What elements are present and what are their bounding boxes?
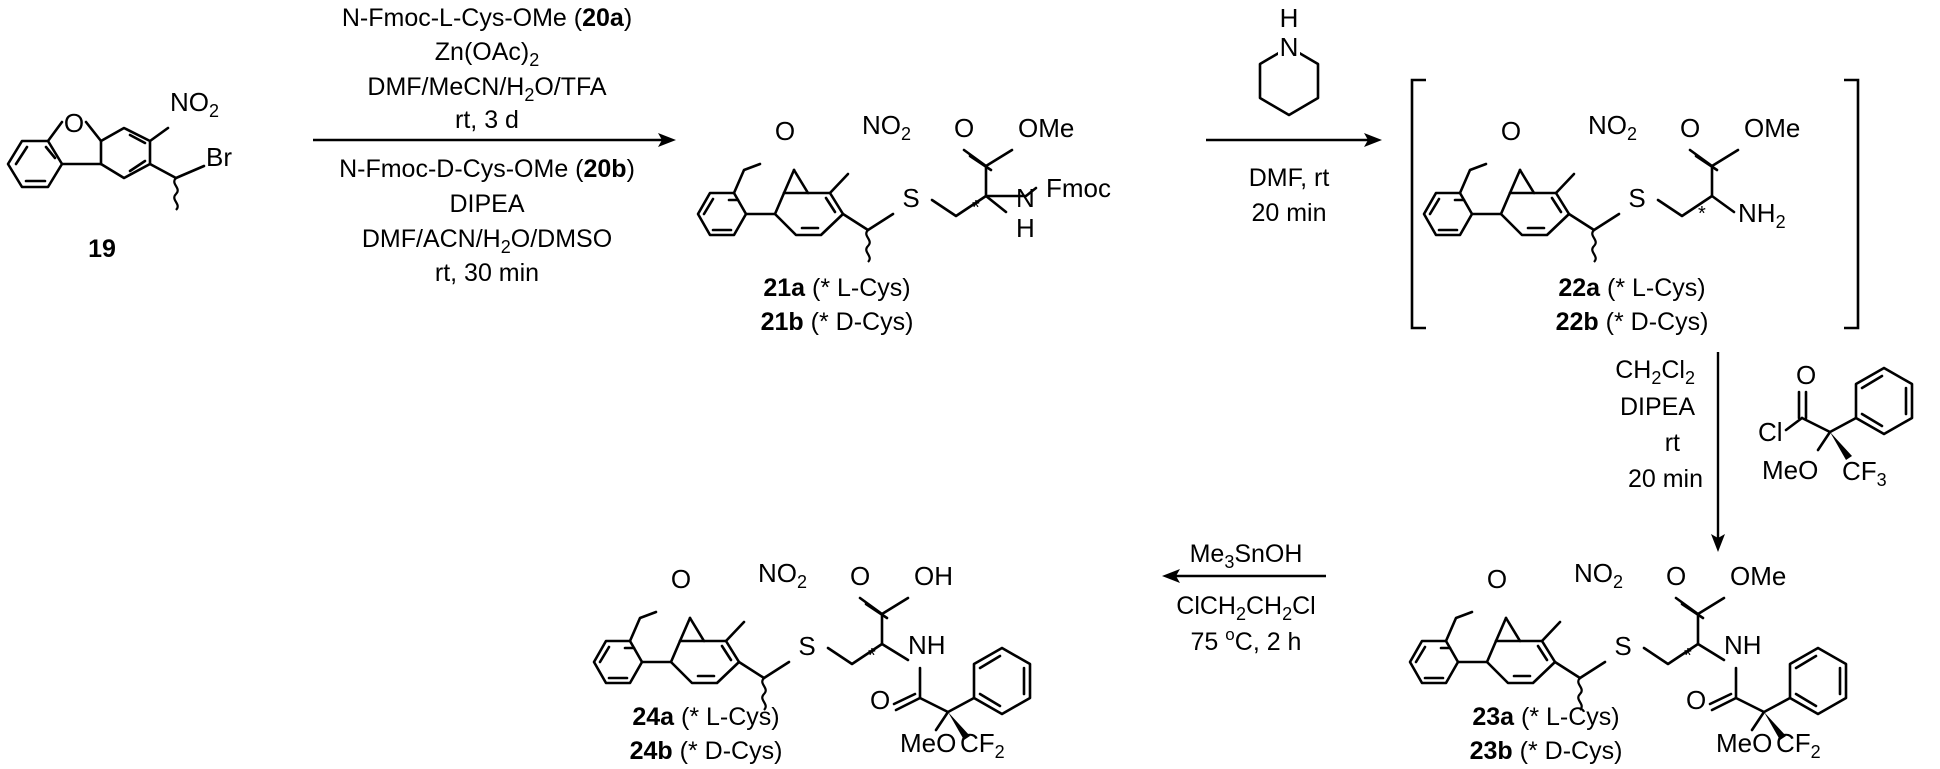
compound-22-structure: O NO2 S O OMe * NH2: [1422, 110, 1800, 263]
amide-oxygen-label: O: [870, 685, 890, 715]
methoxy-label: MeO: [1716, 728, 1772, 758]
step3-arrow: [1711, 352, 1725, 552]
sulfur-label: S: [1614, 631, 1631, 661]
compound-23-structure: O NO2 S O OMe * NH O MeO CF2: [1408, 558, 1848, 762]
step1-conditions-top: N-Fmoc-L-Cys-OMe (20a) Zn(OAc)2 DMF/MeCN…: [342, 4, 632, 134]
step4-arrow: [1162, 569, 1326, 583]
carbonyl-oxygen-label: O: [1666, 561, 1686, 591]
nitro-group-label: NO2: [862, 110, 911, 144]
piperidine-n-label: N: [1280, 32, 1299, 62]
reagent-20a: N-Fmoc-L-Cys-OMe (20a): [342, 4, 632, 32]
step3-temp: rt: [1665, 429, 1680, 457]
piperidine-structure: N H: [1258, 3, 1320, 117]
step1-arrow: [313, 133, 676, 147]
sulfur-label: S: [902, 183, 919, 213]
nitro-group-label: NO2: [758, 558, 807, 592]
carbonyl-oxygen-label: O: [1680, 113, 1700, 143]
step4-temp-time: 75 oC, 2 h: [1191, 625, 1302, 656]
amide-nh-label: NH: [1724, 630, 1762, 660]
amide-oxygen-label: O: [1686, 685, 1706, 715]
sulfur-label: S: [798, 631, 815, 661]
amine-n-label: N: [1016, 183, 1035, 213]
compound-24-structure: O NO2 S O OH * NH O MeO CF2: [592, 558, 1032, 762]
stereocenter-star: *: [868, 645, 876, 667]
acyl-oxygen-label: O: [1796, 360, 1816, 390]
bracket-left: [1410, 78, 1426, 330]
amide-nh-label: NH: [908, 630, 946, 660]
methoxy-label: MeO: [900, 728, 956, 758]
stereocenter-star: *: [1684, 645, 1692, 667]
carbonyl-oxygen-label: O: [954, 113, 974, 143]
compound-23b-label: 23b (* D-Cys): [1470, 737, 1623, 765]
compound-19-label: 19: [88, 235, 116, 263]
nitro-group-label: NO2: [170, 87, 219, 121]
acyl-chloride-label: Cl: [1758, 417, 1783, 447]
step2-arrow: [1206, 133, 1382, 147]
compound-22b-label: 22b (* D-Cys): [1556, 308, 1709, 336]
compound-24a-label: 24a (* L-Cys): [632, 703, 779, 731]
compound-21-structure: O NO2 S O OMe * N H Fmoc: [696, 110, 1111, 263]
step3-time: 20 min: [1628, 465, 1703, 493]
time-a: rt, 3 d: [455, 106, 519, 134]
compound-21b-label: 21b (* D-Cys): [761, 308, 914, 336]
bromo-label: Br: [206, 142, 232, 172]
step2-solvent: DMF, rt: [1249, 164, 1330, 192]
step3-base: DIPEA: [1620, 393, 1695, 421]
carbonyl-oxygen-label: O: [850, 561, 870, 591]
step1-conditions-bottom: N-Fmoc-D-Cys-OMe (20b) DIPEA DMF/ACN/H2O…: [339, 155, 635, 287]
compound-19-structure: O NO2 Br: [6, 87, 232, 211]
trifluoromethyl-label: CF2: [1776, 728, 1821, 762]
furan-oxygen-label: O: [1487, 564, 1507, 594]
solvent-b: DMF/ACN/H2O/DMSO: [362, 225, 612, 257]
nitro-group-label: NO2: [1574, 558, 1623, 592]
compound-21a-label: 21a (* L-Cys): [763, 274, 910, 302]
methoxy-label: MeO: [1762, 455, 1818, 485]
hydroxyl-label: OH: [914, 561, 953, 591]
furan-oxygen-label: O: [64, 108, 84, 138]
compound-23a-label: 23a (* L-Cys): [1472, 703, 1619, 731]
step3-solvent: CH2Cl2: [1615, 356, 1695, 388]
furan-oxygen-label: O: [671, 564, 691, 594]
trifluoromethyl-label: CF3: [1842, 456, 1887, 490]
fmoc-label: Fmoc: [1046, 173, 1111, 203]
mosher-acid-chloride-structure: O Cl MeO CF3: [1758, 360, 1914, 490]
zinc-acetate: Zn(OAc)2: [435, 38, 539, 70]
bracket-right: [1844, 78, 1860, 330]
amine-h-label: H: [1016, 213, 1035, 243]
base-b: DIPEA: [449, 190, 524, 218]
stereocenter-star: *: [972, 197, 980, 219]
furan-oxygen-label: O: [1501, 116, 1521, 146]
step2-time: 20 min: [1251, 199, 1326, 227]
amine-nh2-label: NH2: [1738, 198, 1786, 232]
sulfur-label: S: [1628, 183, 1645, 213]
trifluoromethyl-label: CF2: [960, 728, 1005, 762]
reagent-20b: N-Fmoc-D-Cys-OMe (20b): [339, 155, 635, 183]
compound-22a-label: 22a (* L-Cys): [1558, 274, 1705, 302]
compound-24b-label: 24b (* D-Cys): [630, 737, 783, 765]
methoxy-label: OMe: [1744, 113, 1800, 143]
methoxy-label: OMe: [1730, 561, 1786, 591]
nitro-group-label: NO2: [1588, 110, 1637, 144]
furan-oxygen-label: O: [775, 116, 795, 146]
piperidine-h-label: H: [1280, 3, 1299, 33]
step4-reagent: Me3SnOH: [1190, 540, 1303, 572]
time-b: rt, 30 min: [435, 259, 539, 287]
step4-solvent: ClCH2CH2Cl: [1176, 592, 1315, 624]
methoxy-label: OMe: [1018, 113, 1074, 143]
stereocenter-star: *: [1698, 203, 1706, 225]
solvent-a: DMF/MeCN/H2O/TFA: [367, 73, 607, 105]
